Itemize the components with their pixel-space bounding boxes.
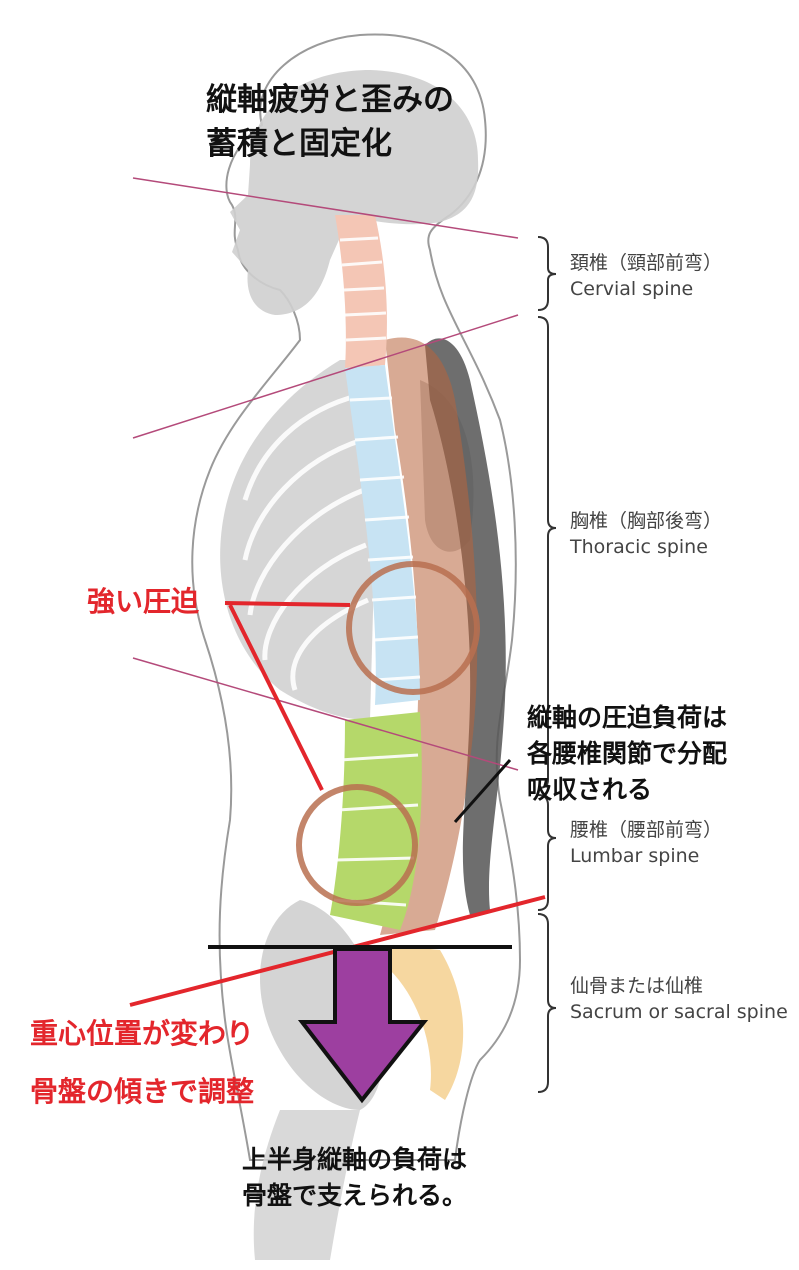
spine bbox=[330, 215, 464, 1100]
lumbar-note-line-2: 各腰椎関節で分配 bbox=[527, 739, 728, 768]
region-en: Cervial spine bbox=[570, 278, 694, 300]
load-arrow bbox=[297, 947, 429, 1104]
back-band bbox=[425, 338, 506, 915]
muscle-overlay bbox=[380, 337, 478, 935]
cervical-spine bbox=[335, 215, 387, 368]
pelvis-note-line-2: 骨盤の傾きで調整 bbox=[30, 1075, 255, 1108]
thoracic-spine bbox=[345, 365, 420, 705]
region-label-cervical: 頚椎（頸部前弯） Cervial spine bbox=[570, 250, 722, 302]
region-label-sacrum: 仙骨または仙椎 Sacrum or sacral spine bbox=[570, 973, 788, 1025]
diagram-title: 縦軸疲労と歪みの 蓄積と固定化 bbox=[206, 78, 454, 166]
lumbar-note: 縦軸の圧迫負荷は 各腰椎関節で分配 吸収される bbox=[527, 700, 727, 808]
region-brackets bbox=[537, 236, 557, 1093]
lumbar-note-line-1: 縦軸の圧迫負荷は bbox=[527, 703, 728, 732]
guide-lines bbox=[132, 177, 519, 771]
title-line-1: 縦軸疲労と歪みの bbox=[206, 82, 454, 118]
lumbar-note-pointer bbox=[453, 759, 512, 823]
bottom-note-line-1: 上半身縦軸の負荷は bbox=[242, 1145, 468, 1174]
region-label-lumbar: 腰椎（腰部前弯） Lumbar spine bbox=[570, 817, 722, 869]
bottom-note-line-2: 骨盤で支えられる。 bbox=[242, 1181, 468, 1210]
region-jp: 胸椎（胸部後弯） bbox=[570, 510, 723, 532]
region-jp: 仙骨または仙椎 bbox=[570, 975, 704, 997]
title-line-2: 蓄積と固定化 bbox=[206, 126, 392, 162]
lumbar-note-line-3: 吸収される bbox=[527, 775, 653, 804]
sacrum bbox=[390, 945, 464, 1100]
compression-label: 強い圧迫 bbox=[87, 585, 200, 618]
region-en: Lumbar spine bbox=[570, 845, 700, 867]
compression-circle-upper bbox=[346, 561, 480, 695]
lumbar-spine bbox=[330, 712, 422, 930]
pelvis-note: 重心位置が変わり 骨盤の傾きで調整 bbox=[30, 1014, 254, 1112]
region-en: Thoracic spine bbox=[570, 536, 708, 558]
bottom-note: 上半身縦軸の負荷は 骨盤で支えられる。 bbox=[242, 1142, 467, 1214]
region-label-thoracic: 胸椎（胸部後弯） Thoracic spine bbox=[570, 508, 722, 560]
region-en: Sacrum or sacral spine bbox=[570, 1001, 788, 1023]
region-jp: 腰椎（腰部前弯） bbox=[570, 819, 723, 841]
compression-circle-lower bbox=[296, 784, 418, 906]
pelvis-note-line-1: 重心位置が変わり bbox=[30, 1017, 255, 1050]
region-jp: 頚椎（頸部前弯） bbox=[570, 252, 723, 274]
